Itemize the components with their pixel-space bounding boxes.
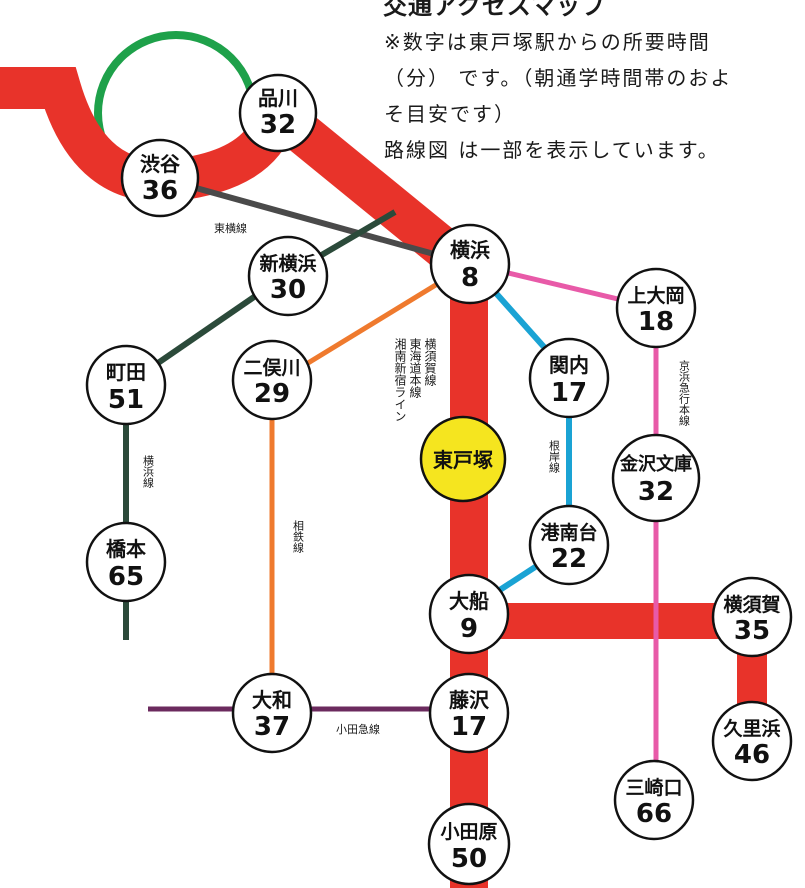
station-name: 小田原 xyxy=(440,821,497,843)
station-name: 橋本 xyxy=(106,537,146,561)
station-name: 東戸塚 xyxy=(433,448,493,472)
station-misakiguchi[interactable]: 三崎口 66 xyxy=(613,759,695,841)
label-sotetsu-line: 相鉄線 xyxy=(292,520,305,553)
station-yokohama[interactable]: 横浜 8 xyxy=(429,223,511,305)
note-line-4: 路線図 は一部を表示しています。 xyxy=(384,138,720,162)
label-negishi-line: 根岸線 xyxy=(548,439,561,473)
station-time: 29 xyxy=(254,379,290,409)
station-time: 65 xyxy=(108,562,144,592)
station-name: 横浜 xyxy=(450,238,490,262)
station-time: 35 xyxy=(734,616,770,646)
station-name: 上大岡 xyxy=(627,284,684,307)
label-shonan-shinjuku-line: 湘南新宿ライン xyxy=(393,337,407,422)
station-odawara[interactable]: 小田原 50 xyxy=(427,802,511,886)
station-shibuya[interactable]: 渋谷 36 xyxy=(120,138,200,218)
station-time: 37 xyxy=(254,712,290,742)
station-kanazawa-bunko[interactable]: 金沢文庫 32 xyxy=(611,433,701,523)
station-time: 36 xyxy=(142,176,178,206)
station-machida[interactable]: 町田 51 xyxy=(85,344,167,426)
station-time: 9 xyxy=(460,614,478,644)
station-kami-ooka[interactable]: 上大岡 18 xyxy=(615,267,697,349)
station-kannai[interactable]: 関内 17 xyxy=(528,337,610,419)
station-time: 51 xyxy=(108,385,144,415)
station-fujisawa[interactable]: 藤沢 17 xyxy=(428,672,510,754)
station-kurihama[interactable]: 久里浜 46 xyxy=(711,700,793,782)
station-yamato[interactable]: 大和 37 xyxy=(231,672,313,754)
station-futamatagawa[interactable]: 二俣川 29 xyxy=(231,339,313,421)
station-time: 22 xyxy=(551,544,587,574)
label-yokosuka-tokaido-shonan: 横須賀線 東海道本線 湘南新宿ライン xyxy=(393,337,437,422)
label-toyoko-line: 東横線 xyxy=(214,221,247,235)
note-line-3: そ目安です） xyxy=(384,102,516,126)
station-konandai[interactable]: 港南台 22 xyxy=(528,504,610,586)
station-shin-yokohama[interactable]: 新横浜 30 xyxy=(247,235,329,317)
label-keikyu-line: 京浜急行本線 xyxy=(678,359,691,426)
station-name: 金沢文庫 xyxy=(619,453,692,475)
station-ofuna[interactable]: 大船 9 xyxy=(428,573,510,655)
station-name: 大和 xyxy=(252,688,292,712)
station-time: 17 xyxy=(551,378,587,408)
label-odakyu-line: 小田急線 xyxy=(336,722,380,736)
station-time: 50 xyxy=(451,844,487,874)
note-line-2: （分） です。（朝通学時間帯のおよ xyxy=(384,66,733,90)
station-name: 藤沢 xyxy=(448,688,490,712)
label-yokosuka-line: 横須賀線 xyxy=(423,338,437,386)
station-name: 新横浜 xyxy=(259,252,316,275)
station-time: 8 xyxy=(461,263,479,293)
station-name: 二俣川 xyxy=(243,356,300,379)
station-time: 30 xyxy=(270,275,306,305)
station-time: 66 xyxy=(636,799,672,829)
station-hashimoto[interactable]: 橋本 65 xyxy=(85,521,167,603)
station-time: 32 xyxy=(260,110,296,140)
station-name: 町田 xyxy=(106,360,146,384)
station-time: 32 xyxy=(638,477,674,507)
station-name: 三崎口 xyxy=(625,776,682,799)
station-name: 港南台 xyxy=(540,521,597,544)
label-tokaido-line: 東海道本線 xyxy=(408,338,422,398)
station-time: 18 xyxy=(638,307,674,337)
station-higashi-totsuka[interactable]: 東戸塚 xyxy=(419,415,507,503)
station-name: 久里浜 xyxy=(723,717,780,740)
label-yokohama-line: 横浜線 xyxy=(142,454,155,488)
station-yokosuka[interactable]: 横須賀 35 xyxy=(711,576,793,658)
station-name: 大船 xyxy=(449,589,489,613)
station-name: 品川 xyxy=(258,86,298,110)
station-shinagawa[interactable]: 品川 32 xyxy=(238,73,318,153)
map-title: 交通アクセスマップ xyxy=(383,0,607,20)
station-name: 渋谷 xyxy=(140,152,181,176)
station-time: 17 xyxy=(451,712,487,742)
station-name: 横須賀 xyxy=(723,593,780,616)
note-line-1: ※数字は東戸塚駅からの所要時間 xyxy=(384,30,711,54)
toyoko-line xyxy=(159,175,471,267)
station-time: 46 xyxy=(734,740,770,770)
station-name: 関内 xyxy=(549,353,589,377)
